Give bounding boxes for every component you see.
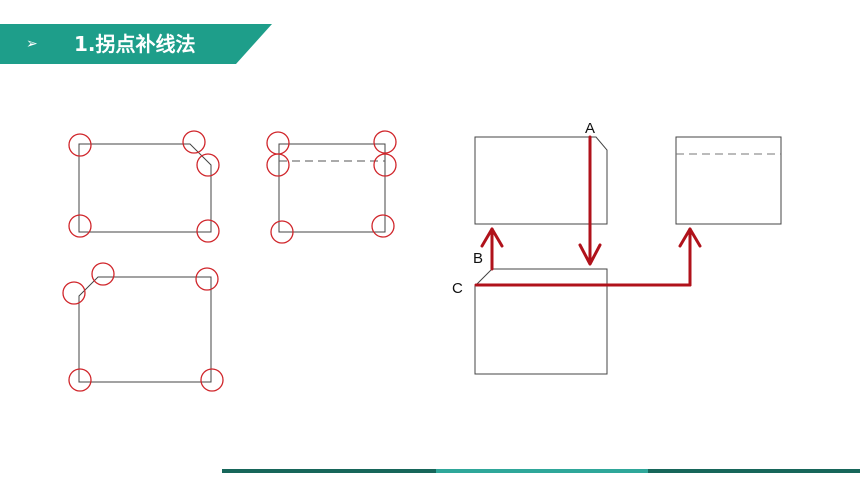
- arrow-right-head: [678, 227, 702, 248]
- corner-circle: [62, 281, 86, 305]
- piece-result: [675, 136, 782, 225]
- label-a: A: [585, 120, 595, 137]
- corner-circle: [182, 130, 206, 154]
- corner-circle: [196, 219, 220, 243]
- corner-circle: [68, 214, 92, 238]
- corner-circle: [91, 262, 115, 286]
- corner-circle: [371, 214, 395, 238]
- corner-circle: [195, 267, 219, 291]
- corner-circle: [270, 220, 294, 244]
- piece-bottom: [474, 268, 608, 375]
- corner-circle: [266, 153, 290, 177]
- flow-arrows: [474, 135, 702, 287]
- arrow-right-icon: ➢: [26, 36, 38, 52]
- page-title: 1.拐点补线法: [74, 32, 196, 56]
- figure-rect-3: [62, 262, 224, 392]
- footer-segment-end: [648, 469, 860, 473]
- corner-circle: [68, 133, 92, 157]
- corner-circle: [266, 131, 290, 155]
- label-b: B: [473, 250, 483, 267]
- banner-shape: [0, 24, 272, 64]
- corner-circle: [68, 368, 92, 392]
- figure-rect-2: [266, 130, 397, 244]
- corner-circle: [373, 153, 397, 177]
- title-banner: ➢ 1.拐点补线法: [0, 24, 272, 64]
- arrow-a-head: [578, 243, 602, 266]
- corner-circle: [373, 130, 397, 154]
- corner-circle: [196, 153, 220, 177]
- label-c: C: [452, 280, 463, 297]
- figure-rect-1: [68, 130, 220, 243]
- footer-segment-mid: [436, 469, 648, 473]
- footer-segment-dark: [222, 469, 436, 473]
- piece-top: [474, 136, 608, 225]
- arrow-b-head: [480, 227, 504, 248]
- footer-bar: [222, 469, 860, 473]
- corner-circle: [200, 368, 224, 392]
